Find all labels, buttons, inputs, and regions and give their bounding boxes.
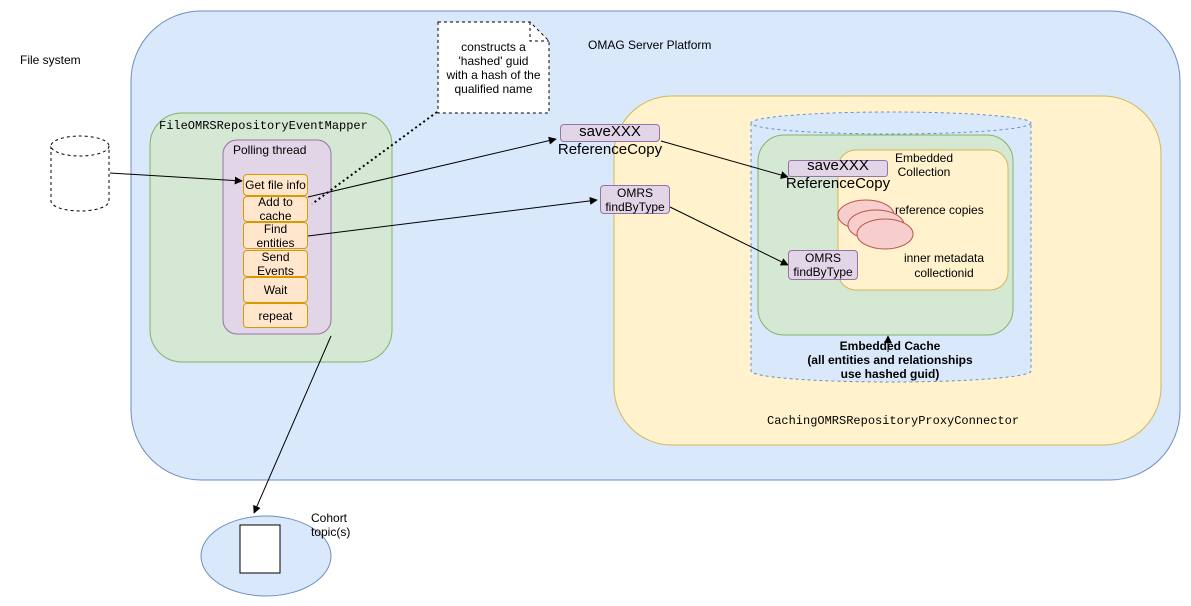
embedded-cache-label: Embedded Cache (all entities and relatio… [807, 339, 973, 381]
inner-find-by-type-box[interactable]: OMRS findByType [788, 250, 858, 280]
reference-copies-label: reference copies [895, 203, 984, 217]
polling-thread-label: Polling thread [233, 143, 307, 157]
embedded-collection-label: Embedded Collection [894, 151, 954, 179]
edge-savexxx-to-embedded [660, 140, 789, 179]
step-get-file-info[interactable]: Get file info [243, 174, 308, 196]
step-wait[interactable]: Wait [243, 277, 308, 303]
embedded-collection-container [837, 149, 1009, 291]
inner-save-reference-copy-box[interactable] [788, 160, 888, 177]
cohort-document-icon [239, 524, 281, 574]
file-system-cylinder [50, 135, 110, 212]
edge-findentities-to-findbytype [307, 196, 598, 237]
connectors [109, 111, 892, 514]
edge-note-dotted [311, 111, 438, 205]
reference-copies-ellipses [837, 199, 914, 250]
note-shape [437, 21, 550, 114]
cohort-topic-label: Cohort topic(s) [311, 511, 351, 539]
edge-filesystem-to-getfileinfo [109, 172, 243, 185]
edge-addcache-to-savexxx [307, 136, 557, 198]
inner-save-reference-copy-label: saveXXX ReferenceCopy [785, 157, 891, 192]
save-reference-copy-label: saveXXX ReferenceCopy [557, 123, 663, 158]
proxy-connector-label: CachingOMRSRepositoryProxyConnector [767, 414, 1020, 428]
inner-metadata-label: inner metadata collectionid [903, 251, 985, 280]
find-by-type-box[interactable]: OMRS findByType [600, 185, 670, 214]
file-system-label: File system [20, 53, 81, 67]
edge-findbytype-to-embedded [669, 206, 789, 266]
save-reference-copy-box[interactable] [560, 124, 660, 142]
note-text: constructs a 'hashed' guid with a hash o… [446, 40, 541, 96]
mapper-label: FileOMRSRepositoryEventMapper [159, 119, 368, 133]
step-repeat[interactable]: repeat [243, 303, 308, 328]
edge-mapper-to-cohort [253, 335, 332, 514]
platform-label: OMAG Server Platform [588, 38, 712, 52]
